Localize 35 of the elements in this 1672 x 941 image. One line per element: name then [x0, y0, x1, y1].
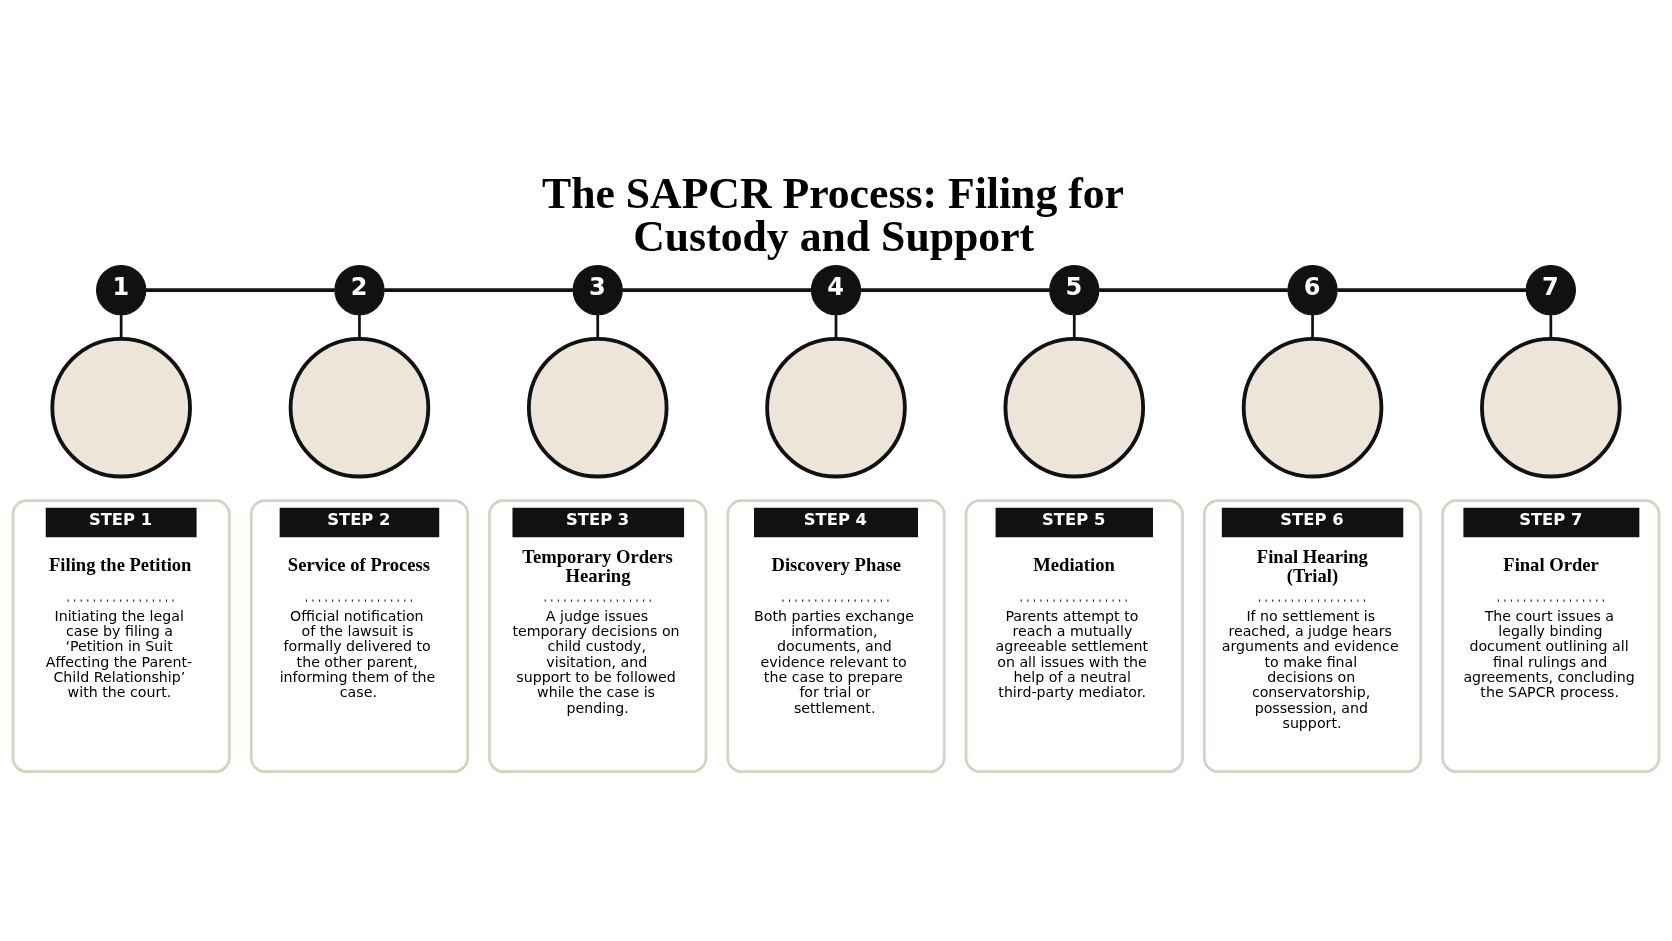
node-circle — [288, 336, 431, 479]
node-circle — [50, 336, 192, 479]
connector — [1098, 288, 1288, 293]
connector — [358, 314, 361, 339]
connector — [384, 288, 574, 293]
diagram-title: The SAPCR Process: Filing for Custody and Support — [541, 168, 1125, 261]
connector — [834, 314, 838, 339]
node-circle: 4 — [810, 265, 862, 316]
connector — [1549, 314, 1553, 339]
node-circle — [1241, 336, 1384, 479]
connector — [596, 314, 600, 339]
connector — [1337, 288, 1527, 293]
node-circle — [1480, 336, 1622, 479]
node-box: STEP 6 Final Hearing (Trial) If no settlement is reached, a judge hears arguments and evidence to make final decisions on conservatorship, possession, and support. — [1203, 499, 1423, 773]
node-circle: 6 — [1287, 265, 1338, 316]
connector — [145, 288, 335, 293]
node-circle: 2 — [334, 265, 385, 316]
node-circle: 3 — [572, 265, 623, 316]
connector — [1072, 314, 1076, 339]
node-box: STEP 4 Discovery Phase Both parties exchange information, documents, and evidence relevant to the case to prepare for trial or settlement. — [726, 499, 946, 773]
node-circle: 1 — [96, 265, 147, 316]
connector — [119, 314, 123, 339]
node-box: STEP 5 Mediation Parents attempt to reach a mutually agreeable settlement on all issues with the help of a neutral third-party mediator. — [964, 499, 1184, 773]
node-circle — [765, 336, 907, 479]
node-circle — [526, 336, 669, 479]
connector — [622, 288, 812, 293]
node-circle: 5 — [1049, 265, 1100, 316]
node-circle: 7 — [1525, 265, 1576, 316]
connector — [1311, 314, 1314, 339]
node-box: STEP 2 Service of Process Official notification of the lawsuit is formally delivered to the other parent, informing them of the case. — [249, 499, 469, 773]
node-box: STEP 3 Temporary Orders Hearing A judge issues temporary decisions on child custody, visitation, and support to be followed while the case is pending. — [488, 499, 708, 773]
node-box: STEP 1 Filing the Petition Initiating the legal case by filing a ‘Petition in Suit Affecting the Parent-Child Relationship’ with the court. — [11, 499, 231, 773]
node-box: STEP 7 Final Order The court issues a legally binding document outlining all final rulings and agreements, concluding the SAPCR process. — [1441, 499, 1661, 773]
connector — [860, 288, 1050, 293]
node-circle — [1003, 336, 1146, 479]
